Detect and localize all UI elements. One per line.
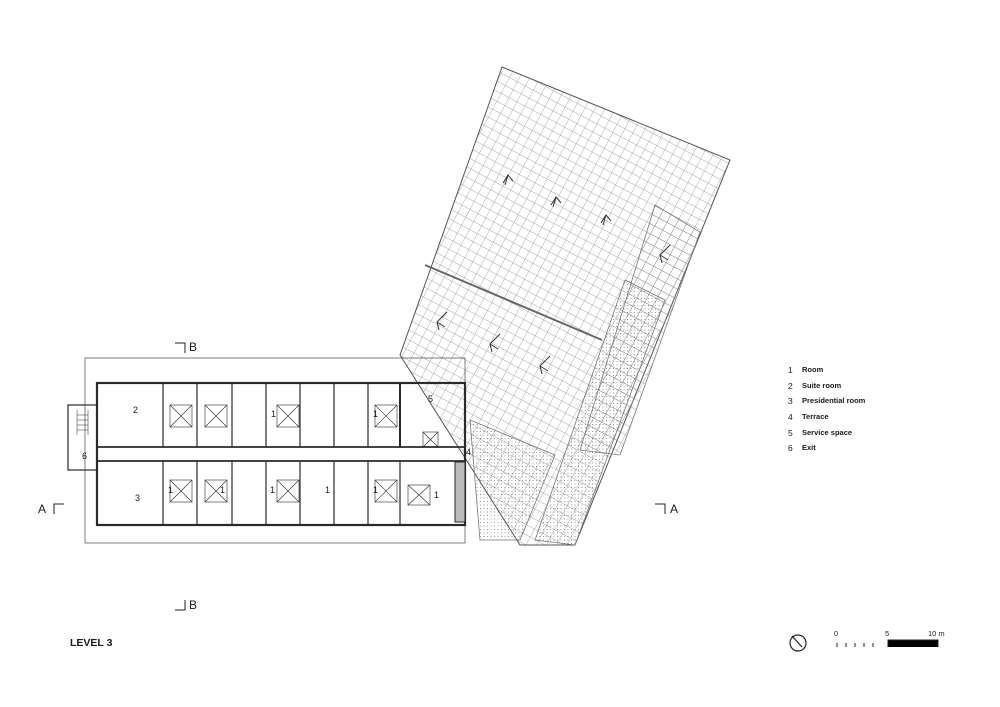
legend-item: 1 Room bbox=[788, 365, 865, 381]
legend-item: 6 Exit bbox=[788, 443, 865, 459]
section-b-bottom: B bbox=[189, 598, 198, 612]
room-label: 1 bbox=[373, 485, 379, 495]
slope-arrows bbox=[436, 174, 671, 375]
legend-num: 6 bbox=[788, 443, 793, 454]
room-label: 1 bbox=[434, 490, 440, 500]
legend-num: 3 bbox=[788, 396, 793, 407]
legend-item: 5 Service space bbox=[788, 428, 865, 444]
legend: 1 Room 2 Suite room 3 Presidential room 4 Te… bbox=[788, 365, 865, 459]
legend-label: Service space bbox=[802, 427, 853, 437]
legend-num: 2 bbox=[788, 380, 793, 391]
legend-label: Suite room bbox=[802, 380, 842, 390]
scale-bar bbox=[836, 639, 939, 647]
legend-label: Terrace bbox=[802, 412, 829, 422]
room-label: 1 bbox=[168, 485, 174, 495]
legend-num: 5 bbox=[788, 427, 793, 438]
room-label: 1 bbox=[325, 485, 331, 495]
legend-item: 4 Terrace bbox=[788, 412, 865, 428]
legend-item: 2 Suite room bbox=[788, 381, 865, 397]
north-arrow-icon bbox=[789, 634, 807, 652]
scale-label-0: 0 bbox=[834, 629, 839, 638]
room-label: 1 bbox=[373, 409, 379, 419]
room-label-service: 5 bbox=[428, 394, 434, 404]
scale-label-10m: 10 m bbox=[928, 629, 945, 638]
legend-num: 1 bbox=[788, 365, 793, 375]
section-markers bbox=[53, 342, 666, 611]
room-label: 1 bbox=[270, 485, 276, 495]
section-a-right: A bbox=[670, 502, 679, 516]
roof-terrace-grid bbox=[399, 66, 731, 546]
room-label-suite: 2 bbox=[133, 405, 139, 415]
legend-item: 3 Presidential room bbox=[788, 396, 865, 412]
scale-label-5: 5 bbox=[885, 629, 890, 638]
room-label: 1 bbox=[271, 409, 277, 419]
legend-label: Presidential room bbox=[802, 396, 866, 406]
room-label-exit: 6 bbox=[82, 451, 88, 461]
legend-label: Exit bbox=[802, 443, 816, 453]
building-floorplan bbox=[67, 357, 467, 544]
section-b-top: B bbox=[189, 340, 198, 354]
legend-label: Room bbox=[802, 365, 824, 374]
section-a-left: A bbox=[38, 502, 47, 516]
room-label: 1 bbox=[220, 485, 226, 495]
room-label-terrace: 4 bbox=[466, 447, 472, 457]
room-label-presidential: 3 bbox=[135, 493, 141, 503]
drawing-title: LEVEL 3 bbox=[70, 637, 113, 649]
legend-num: 4 bbox=[788, 412, 793, 423]
